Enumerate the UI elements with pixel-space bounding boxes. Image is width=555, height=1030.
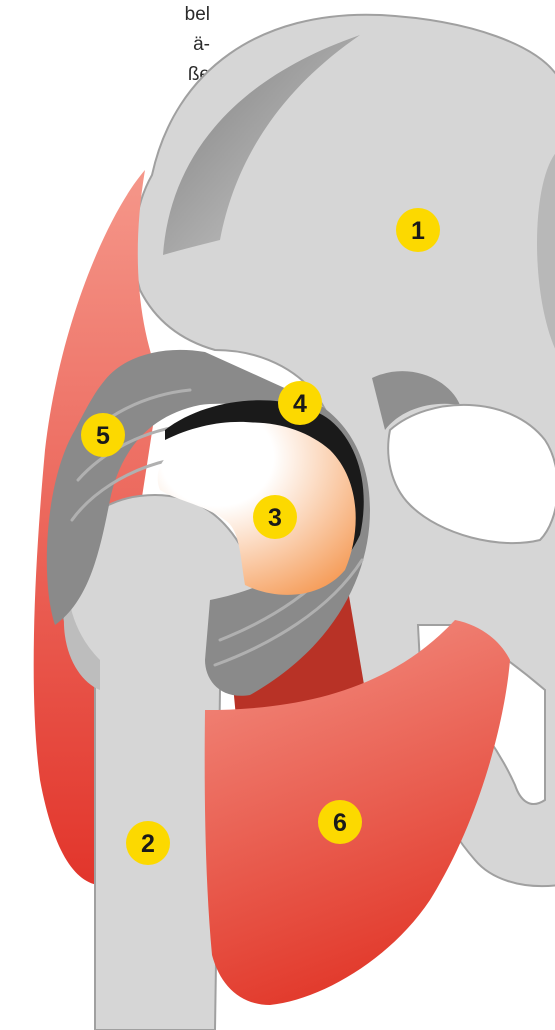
label-3: 3 xyxy=(268,504,282,532)
label-badge-4: 4 xyxy=(278,381,322,425)
label-2: 2 xyxy=(141,830,155,858)
label-4: 4 xyxy=(293,390,307,418)
label-1: 1 xyxy=(411,217,425,245)
label-badge-5: 5 xyxy=(81,413,125,457)
label-badge-6: 6 xyxy=(318,800,362,844)
label-6: 6 xyxy=(333,809,347,837)
label-badge-1: 1 xyxy=(396,208,440,252)
label-badge-2: 2 xyxy=(126,821,170,865)
label-badge-3: 3 xyxy=(253,495,297,539)
label-5: 5 xyxy=(96,422,110,450)
